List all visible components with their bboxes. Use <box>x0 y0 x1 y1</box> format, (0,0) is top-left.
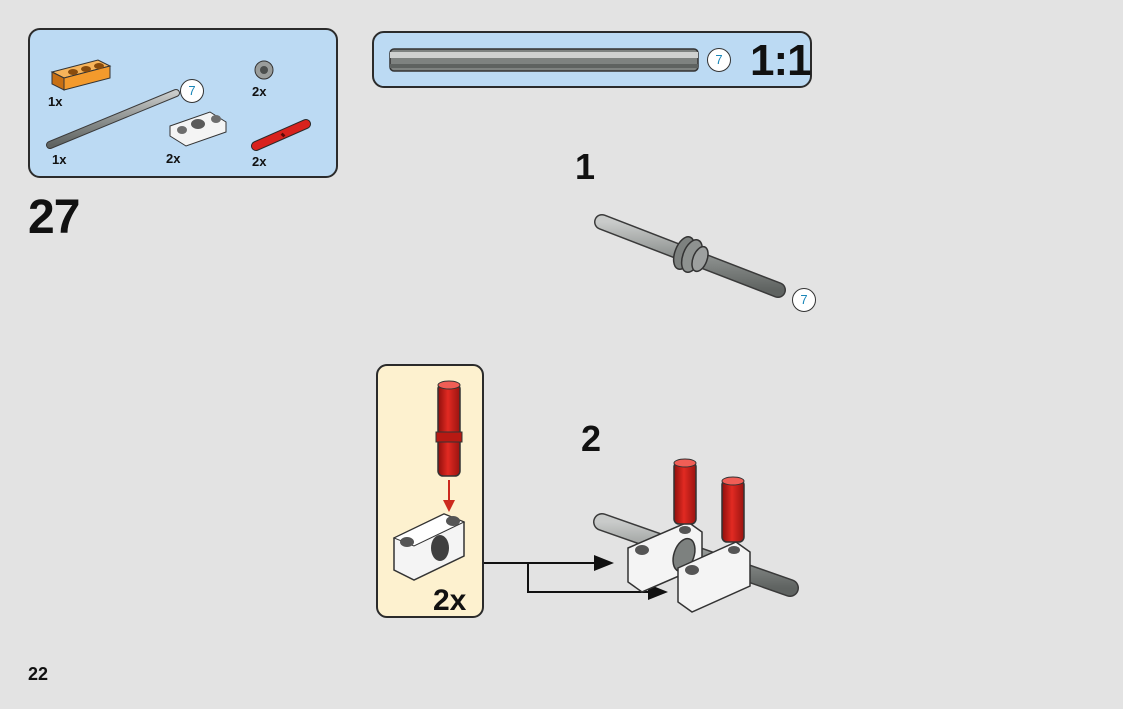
red-pin-part <box>251 119 311 151</box>
substep-1-axle-assembly <box>594 214 786 298</box>
subassembly-white-connector <box>392 513 466 581</box>
page-number: 22 <box>28 664 49 684</box>
flow-arrows <box>484 555 668 600</box>
part-qty-axle: 1x <box>52 152 67 167</box>
scale-label: 1:1 <box>750 36 812 85</box>
subassembly-multiplier: 2x <box>433 584 467 617</box>
substep-2-assembly <box>593 458 799 613</box>
part-qty-orange-beam: 1x <box>48 94 63 109</box>
parts-list-panel <box>28 28 338 178</box>
part-qty-red-pin: 2x <box>252 154 267 169</box>
subassembly-insert-arrow <box>443 480 455 512</box>
bush-part <box>254 60 274 80</box>
step-number: 27 <box>28 191 80 244</box>
axle-length-badge: 7 <box>180 79 204 103</box>
scale-axle <box>389 48 699 72</box>
substep-2-number: 2 <box>581 418 602 459</box>
part-qty-bush: 2x <box>252 84 267 99</box>
scale-axle-length-badge: 7 <box>707 48 731 72</box>
substep-1-axle-length-badge: 7 <box>792 288 816 312</box>
axle-part <box>46 89 180 149</box>
subassembly-panel <box>376 364 484 618</box>
connector-part <box>169 111 227 147</box>
substep-1-number: 1 <box>575 146 596 187</box>
part-qty-connector: 2x <box>166 151 181 166</box>
subassembly-red-pin <box>435 380 463 477</box>
orange-beam-part <box>50 59 112 91</box>
